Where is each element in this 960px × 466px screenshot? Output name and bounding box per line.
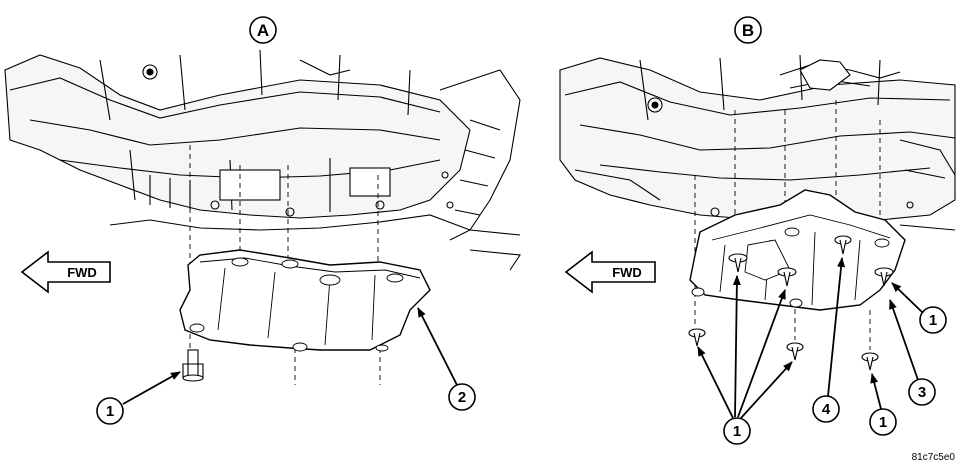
panel-a-letter: A — [257, 21, 269, 40]
panel-b: B — [559, 16, 956, 445]
callout-4-b-number: 4 — [822, 401, 831, 418]
callout-1-a: 1 — [96, 371, 181, 425]
callout-1-b-right-number: 1 — [929, 312, 937, 329]
panel-a-label: A — [249, 16, 277, 44]
callout-1-b-lower: 1 — [869, 373, 897, 436]
callout-1-b-number: 1 — [733, 423, 741, 440]
fwd-arrow-a: FWD — [20, 250, 111, 294]
vehicle-underbody-a — [4, 49, 521, 271]
push-pin-5 — [688, 328, 706, 347]
callout-1-b-right: 1 — [891, 282, 947, 334]
push-pin-fasteners-b — [688, 235, 894, 371]
fwd-label-a: FWD — [67, 265, 97, 280]
callout-1-b-cluster: 1 — [697, 275, 793, 445]
heat-shield-a — [179, 249, 431, 352]
push-pin-4 — [874, 267, 894, 287]
callout-4-b: 4 — [812, 257, 846, 423]
callout-1-a-number: 1 — [106, 403, 114, 420]
figure-id: 81c7c5e0 — [912, 452, 956, 463]
panel-b-label: B — [734, 16, 762, 44]
push-pin-1 — [728, 253, 748, 273]
push-pin-7 — [861, 352, 879, 371]
panel-b-letter: B — [742, 21, 754, 40]
vehicle-underbody-b — [559, 54, 956, 231]
callout-2-a: 2 — [417, 307, 476, 411]
callout-3-b: 3 — [889, 299, 936, 406]
fwd-arrow-b: FWD — [564, 250, 656, 294]
bolt-fastener-a — [182, 349, 204, 382]
fwd-label-b: FWD — [612, 265, 642, 280]
callout-2-a-number: 2 — [458, 389, 466, 406]
push-pin-2 — [777, 267, 797, 287]
push-pin-3 — [834, 235, 852, 255]
callout-3-b-number: 3 — [918, 384, 926, 401]
push-pin-6 — [786, 342, 804, 361]
callout-1-b-lower-number: 1 — [879, 414, 887, 431]
panel-a: A — [4, 16, 521, 425]
